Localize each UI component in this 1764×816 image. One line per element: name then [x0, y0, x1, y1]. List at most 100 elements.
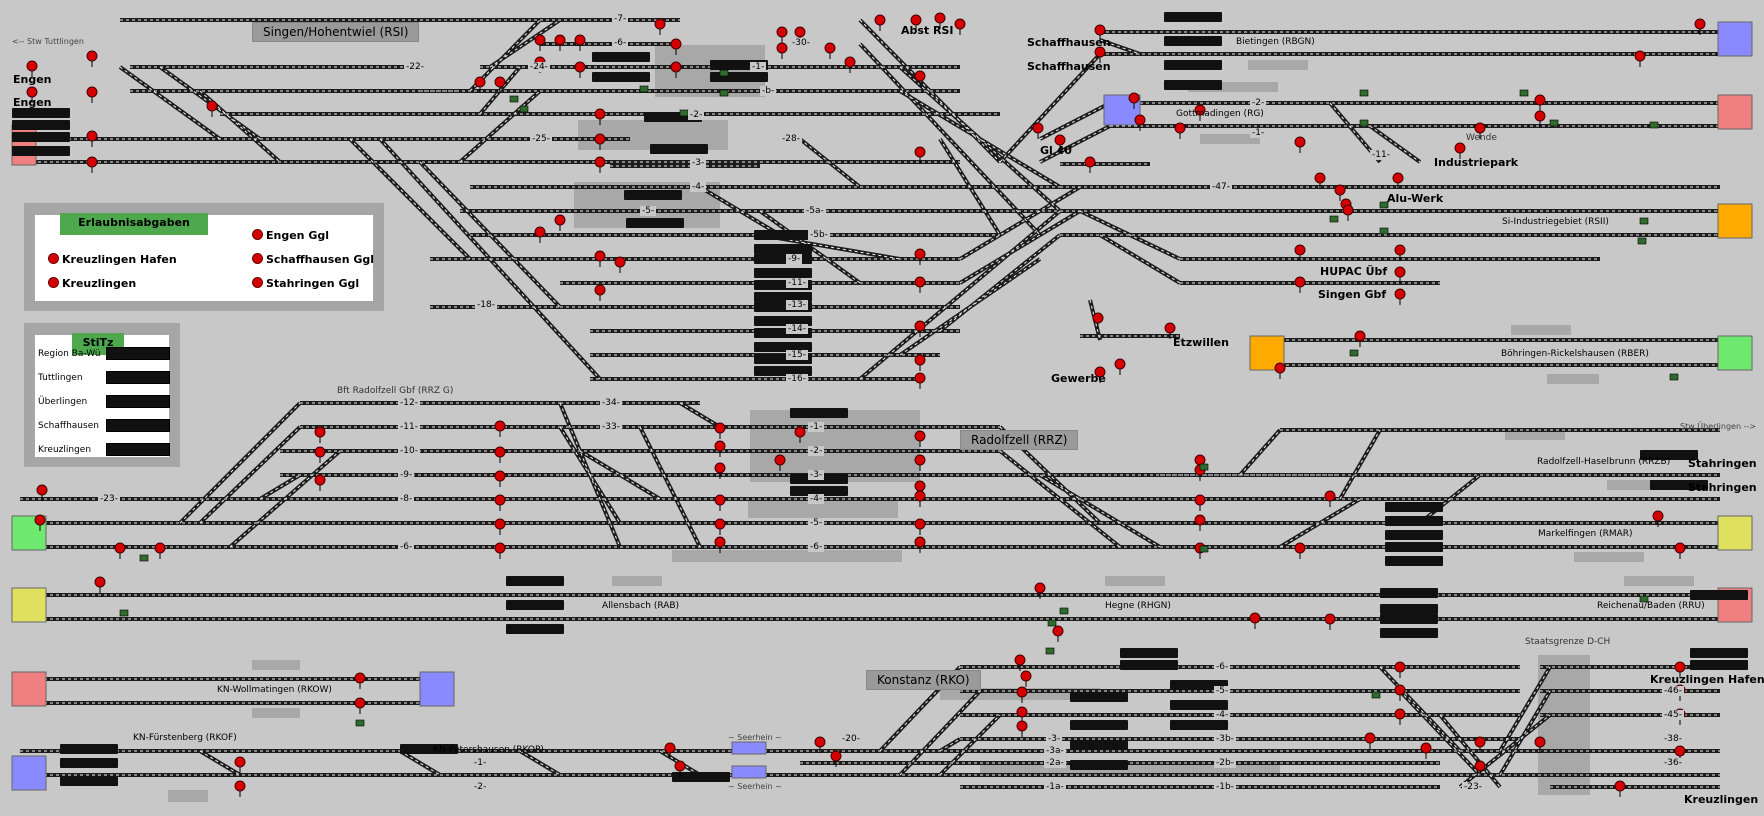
track-number: -25-	[530, 134, 552, 144]
track-segment-marker	[959, 210, 1081, 284]
lcd-counter	[790, 486, 848, 496]
signal-lamp	[1394, 684, 1406, 696]
label-gewerbe[interactable]: Gewerbe	[1051, 372, 1106, 385]
occupied-section	[1248, 60, 1308, 70]
label-kreuzlingen[interactable]: Kreuzlingen	[1684, 793, 1759, 806]
label-kreuzlingen-hafen[interactable]: Kreuzlingen Hafen	[1650, 673, 1764, 686]
signal-icon	[776, 42, 788, 59]
signal-icon	[914, 536, 926, 553]
track-number: -10-	[398, 446, 420, 456]
label-etzwillen[interactable]: Etzwillen	[1173, 336, 1229, 349]
signal-icon	[1534, 94, 1546, 111]
signal-lamp	[714, 536, 726, 548]
label-schaffhausen-1[interactable]: Schaffhausen	[1027, 36, 1111, 49]
stitz-row-tuttlingen: Tuttlingen	[38, 373, 83, 383]
signal-lamp	[1674, 745, 1686, 757]
label-bft-radolfzell-gbf: Bft Radolfzell Gbf (RRZ G)	[337, 386, 454, 396]
track-number: -9-	[398, 470, 415, 480]
label-stahringen-1[interactable]: Stahringen	[1688, 457, 1757, 470]
signal-head-icon	[519, 105, 529, 113]
signal-lamp	[1016, 706, 1028, 718]
label-gl40[interactable]: Gl 40	[1040, 144, 1072, 157]
signal-icon	[554, 214, 566, 231]
signal-icon	[1652, 510, 1664, 527]
stitz-row-schaffhausen: Schaffhausen	[38, 421, 99, 431]
occupied-section	[1607, 480, 1667, 490]
label-engen-1[interactable]: Engen	[13, 73, 52, 86]
signal-icon	[1164, 322, 1176, 339]
label-abst-rsi[interactable]: Abst RSI	[901, 24, 954, 37]
signal-head-icon	[1199, 545, 1209, 553]
signal-lamp	[774, 454, 786, 466]
track-segment-marker	[679, 402, 721, 428]
signal-icon	[1394, 661, 1406, 678]
lcd-counter	[1070, 740, 1128, 750]
track-number: -5-	[808, 518, 825, 528]
signal-dot-icon	[252, 229, 263, 240]
lcd-counter	[1170, 700, 1228, 710]
erlaubnis-stahringen-ggl[interactable]: Stahringen Ggl	[252, 277, 359, 290]
signal-lamp	[1194, 514, 1206, 526]
lcd-counter	[506, 576, 564, 586]
occupied-section	[1511, 325, 1571, 335]
signal-icon	[86, 86, 98, 103]
label-hupac[interactable]: HUPAC Übf	[1320, 265, 1388, 278]
lcd-counter	[12, 120, 70, 130]
station-title-konstanz: Konstanz (RKO)	[866, 670, 981, 690]
signal-lamp	[1394, 244, 1406, 256]
erlaubnis-kreuzlingen-hafen[interactable]: Kreuzlingen Hafen	[48, 253, 177, 266]
lcd-counter	[650, 144, 708, 154]
track-number: -1-	[808, 422, 825, 432]
erlaubnis-engen-ggl[interactable]: Engen Ggl	[252, 229, 329, 242]
lcd-counter	[754, 342, 812, 352]
track-segment-marker	[519, 750, 561, 776]
label-singen-gbf[interactable]: Singen Gbf	[1318, 288, 1387, 301]
track-number: -5b-	[808, 230, 830, 240]
lcd-counter	[672, 772, 730, 782]
signal-lamp	[1674, 661, 1686, 673]
lcd-counter	[12, 132, 70, 142]
station-allensbach: Allensbach (RAB)	[602, 601, 680, 611]
label-industriepark[interactable]: Industriepark	[1434, 156, 1519, 169]
track-number: -28-	[780, 134, 802, 144]
signal-icon	[1534, 110, 1546, 127]
signal-lamp	[1094, 46, 1106, 58]
signal-lamp	[314, 426, 326, 438]
label-stw-ueberlingen: Stw Überlingen -->	[1680, 422, 1757, 431]
signal-lamp	[494, 76, 506, 88]
signal-icon	[36, 484, 48, 501]
track-segment	[698, 185, 782, 237]
track-number: -47-	[1210, 182, 1232, 192]
erlaubnis-schaffhausen-ggl[interactable]: Schaffhausen Ggl	[252, 253, 374, 266]
signal-icon	[1674, 661, 1686, 678]
signal-head-icon	[119, 609, 129, 617]
signal-icon	[910, 14, 922, 31]
signal-icon	[1394, 684, 1406, 701]
signal-lamp	[1014, 654, 1026, 666]
signal-icon	[914, 454, 926, 471]
signal-icon	[1674, 542, 1686, 559]
station-gottmadingen: Gottmadingen (RG)	[1176, 109, 1264, 119]
signal-icon	[1454, 142, 1466, 159]
track-number: -1-	[1250, 128, 1267, 138]
occupied-section	[252, 660, 300, 670]
signal-icon	[1054, 134, 1066, 151]
signal-head-icon	[1047, 619, 1057, 627]
label-schaffhausen-2[interactable]: Schaffhausen	[1027, 60, 1111, 73]
signal-icon	[1014, 654, 1026, 671]
signal-icon	[314, 426, 326, 443]
track-number: -3-	[1046, 734, 1063, 744]
label-engen-2[interactable]: Engen	[13, 96, 52, 109]
label-wende: Wende	[1466, 133, 1497, 143]
signal-head-icon	[1519, 89, 1529, 97]
track-number: -2-	[688, 110, 705, 120]
label-aluwerk[interactable]: Alu-Werk	[1387, 192, 1444, 205]
signal-icon	[1614, 780, 1626, 797]
signal-lamp	[794, 26, 806, 38]
signal-lamp	[1324, 490, 1336, 502]
erlaubnis-kreuzlingen[interactable]: Kreuzlingen	[48, 277, 136, 290]
track-number: -8-	[398, 494, 415, 504]
signal-lamp	[594, 133, 606, 145]
signal-icon	[874, 14, 886, 31]
label-stahringen-2[interactable]: Stahringen	[1688, 481, 1757, 494]
